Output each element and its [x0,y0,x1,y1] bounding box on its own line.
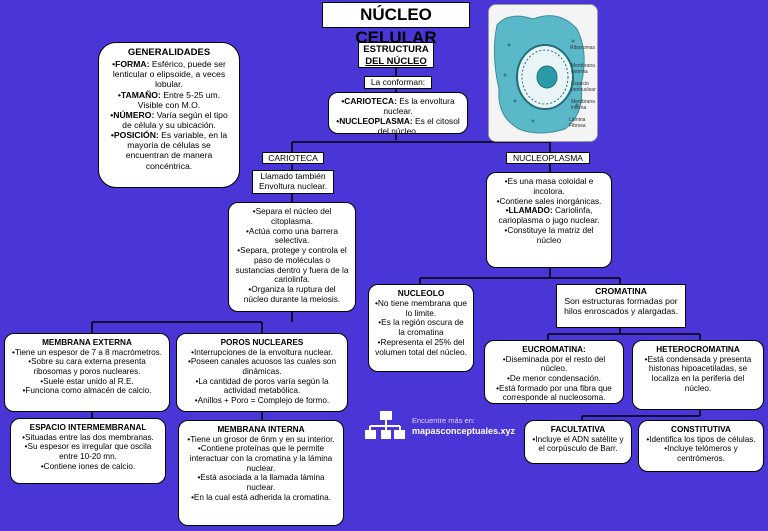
footer-line1: Encuentre más en: [412,416,475,425]
membrana-interna-box: MEMBRANA INTERNA •Tiene un grosor de 6nm… [178,420,344,526]
poros-nucleares-box: POROS NUCLEARES •Interrupciones de la en… [176,333,348,412]
generalidades-tamano: •TAMAÑO: Entre 5-25 um. Visible con M.O. [117,89,221,110]
nucleoplasma-label: NUCLEOPLASMA [506,152,590,164]
heterocromatina-box: HETEROCROMATINA •Está condensada y prese… [632,340,764,410]
carioteca-alias: Llamado también Envoltura nuclear. [252,170,334,194]
constitutiva-box: CONSTITUTIVA •Identifica los tipos de cé… [638,420,764,472]
carioteca-funciones-box: •Separa el núcleo del citoplasma. •Actúa… [228,202,356,312]
generalidades-posicion: •POSICIÓN: Es variable, en la mayoría de… [110,130,228,171]
figure-label-membrana-externa: Membrana externa [571,63,595,75]
cromatina-box: CROMATINA Son estructuras formadas por h… [556,284,686,328]
generalidades-heading: GENERALIDADES [127,47,211,58]
membrana-externa-box: MEMBRANA EXTERNA •Tiene un espesor de 7 … [4,333,170,412]
conforman-label: La conforman: [364,76,432,89]
sitemap-icon [365,411,405,439]
nucleus-illustration: Ribosomas Membrana externa Espacio perin… [488,4,598,142]
figure-label-espacio: Espacio perinuclear [571,81,596,93]
componentes-box: •CARIOTECA: Es la envoltura nuclear. •NU… [328,92,468,134]
carioteca-label: CARIOTECA [262,152,324,164]
generalidades-forma: •FORMA: Esférico, puede ser lenticular o… [112,59,226,90]
eucromatina-box: EUCROMATINA: •Diseminada por el resto de… [484,340,624,404]
estructura-label: ESTRUCTURA DEL NÚCLEO [358,42,434,68]
nucleoplasma-box: •Es una masa coloidal e incolora. •Conti… [486,172,612,268]
footer-watermark: Encuentre más en: mapasconceptuales.xyz [364,410,524,442]
footer-link[interactable]: mapasconceptuales.xyz [412,426,516,436]
figure-label-ribosomas: Ribosomas [569,45,595,51]
generalidades-box: GENERALIDADES •FORMA: Esférico, puede se… [98,42,240,188]
figure-label-membrana-interna: Membrana interna [571,99,595,111]
facultativa-box: FACULTATIVA •Incluye el ADN satélite y e… [524,420,632,464]
page-title: NÚCLEO CELULAR [322,2,470,47]
nucleolo-box: NUCLEOLO •No tiene membrana que lo limit… [368,284,474,372]
generalidades-numero: •NÚMERO: Varía según el tipo de célula y… [110,109,228,131]
espacio-intermembranal-box: ESPACIO INTERMEMBRANAL •Situadas entre l… [10,418,166,484]
figure-label-lamina: Lámina Fibrosa [569,117,586,129]
